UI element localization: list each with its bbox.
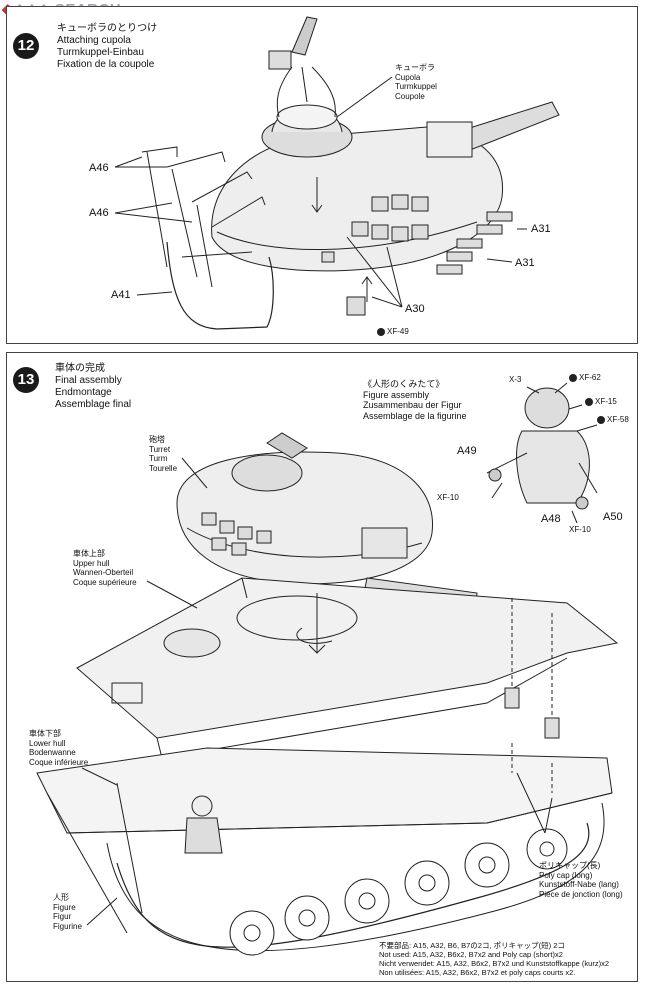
paint-xf10-left: XF-10 (437, 493, 459, 502)
paint-dot-icon (569, 373, 577, 382)
paint-xf15: XF-15 (585, 397, 617, 406)
part-a50: A50 (603, 511, 623, 523)
paint-xf58: XF-58 (597, 415, 629, 424)
part-a30: A30 (405, 303, 425, 315)
part-a31-top: A31 (531, 223, 551, 235)
paint-dot-icon (377, 327, 385, 336)
final-assembly-drawing (36, 382, 619, 956)
step-13-panel: 13 車体の完成 Final assembly Endmontage Assem… (6, 352, 638, 982)
cupola-assembly-drawing (114, 16, 560, 330)
polycap-label: ポリキャップ(長) Poly cap (long) Kunststoff-Nab… (539, 861, 623, 899)
step-number-badge: 12 (13, 33, 39, 59)
figure-label: 人形 Figure Figur Figurine (53, 893, 82, 931)
paint-xf49: XF-49 (377, 327, 409, 336)
step-number-badge: 13 (13, 367, 39, 393)
paint-xf10-bottom: XF-10 (569, 525, 591, 534)
lower-hull-label: 車体下部 Lower hull Bodenwanne Coque inférie… (29, 729, 89, 767)
part-a31-bottom: A31 (515, 257, 535, 269)
part-a48: A48 (541, 513, 561, 525)
paint-dot-icon (597, 415, 605, 424)
part-a46-mid: A46 (89, 207, 109, 219)
part-a41: A41 (111, 289, 131, 301)
figure-assembly-title: 《人形のくみたて》 Figure assembly Zusammenbau de… (363, 379, 467, 421)
paint-x3: X-3 (509, 375, 522, 384)
paint-xf62: XF-62 (569, 373, 601, 382)
part-a46-top: A46 (89, 162, 109, 174)
turret-label: 砲塔 Turret Turm Tourelle (149, 435, 178, 473)
step-13-title: 車体の完成 Final assembly Endmontage Assembla… (55, 363, 132, 410)
step-12-title: キューボラのとりつけ Attaching cupola Turmkuppel-E… (57, 23, 158, 70)
cupola-label: キューボラ Cupola Turmkuppel Coupole (395, 63, 437, 101)
part-a49: A49 (457, 445, 477, 457)
unused-parts-note: 不要部品: A15, A32, B6, B7の2コ, ポリキャップ(短) 2コ … (379, 941, 609, 977)
paint-dot-icon (585, 397, 593, 406)
upper-hull-label: 車体上部 Upper hull Wannen-Oberteil Coque su… (73, 549, 137, 587)
step-12-panel: 12 キューボラのとりつけ Attaching cupola Turmkuppe… (6, 6, 638, 344)
